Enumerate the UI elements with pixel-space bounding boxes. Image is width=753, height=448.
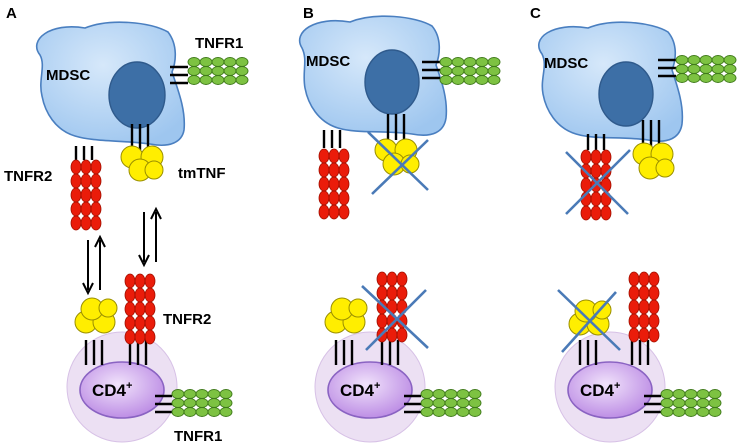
tnfr1-receptor-cd4 (644, 389, 722, 417)
panel-letter-b: B (303, 5, 314, 22)
cd4-cell (79, 361, 165, 419)
mdsc-label: MDSC (46, 67, 90, 84)
panel-c: C MDSC (530, 5, 737, 443)
tnfr1-top-label: TNFR1 (195, 35, 243, 52)
tnfr2-receptor-cd4-blocked (361, 271, 429, 365)
mdsc-label: MDSC (306, 53, 350, 70)
tnfr1-receptor-mdsc (658, 55, 737, 83)
block-cross (557, 289, 621, 351)
tnfr1-receptor-mdsc (170, 57, 249, 85)
tmtnf-cd4-blocked (557, 289, 621, 365)
interaction-arrows-right (138, 206, 162, 268)
block-cross (361, 285, 429, 349)
cd4-cell (327, 361, 413, 419)
tmtnf-label: tmTNF (178, 165, 226, 182)
tnfr1-receptor-mdsc (422, 57, 501, 85)
mdsc-nucleus (364, 49, 420, 115)
block-cross (371, 139, 429, 195)
tmtnf-mdsc (632, 120, 675, 180)
tmtnf-mdsc (120, 124, 164, 182)
tmtnf-mdsc-blocked (367, 114, 429, 195)
mdsc-nucleus (598, 61, 654, 127)
tmtnf-cd4 (74, 297, 118, 365)
tnfr2-receptor-mdsc (318, 130, 350, 220)
tmtnf-cd4 (324, 297, 368, 365)
cd4-label: CD4+ (340, 380, 380, 400)
panel-letter-c: C (530, 5, 541, 22)
block-cross (565, 149, 631, 215)
tnfr2-right-label: TNFR2 (163, 311, 211, 328)
block-cross (367, 131, 429, 191)
tnfr1-receptor-cd4 (155, 389, 233, 417)
cd4-label: CD4+ (580, 380, 620, 400)
panel-a: A MDSC TNFR1 TNFR2 (4, 5, 249, 445)
cd4-label: CD4+ (92, 380, 132, 400)
panel-b: B MDSC (298, 5, 501, 443)
interaction-arrows-left (82, 234, 106, 296)
cd4-cell (567, 361, 653, 419)
tnfr2-receptor-mdsc (70, 146, 102, 231)
tnfr2-receptor-cd4 (628, 271, 660, 365)
tnfr1-bottom-label: TNFR1 (174, 428, 222, 445)
tnfr2-left-label: TNFR2 (4, 168, 52, 185)
tnfr1-receptor-cd4 (404, 389, 482, 417)
block-cross (365, 289, 427, 351)
block-cross (561, 291, 617, 353)
tnfr2-receptor-cd4 (124, 273, 156, 365)
mdsc-label: MDSC (544, 55, 588, 72)
mdsc-nucleus (108, 61, 166, 129)
panel-letter-a: A (6, 5, 17, 22)
tnfr2-receptor-mdsc-blocked (565, 134, 631, 221)
